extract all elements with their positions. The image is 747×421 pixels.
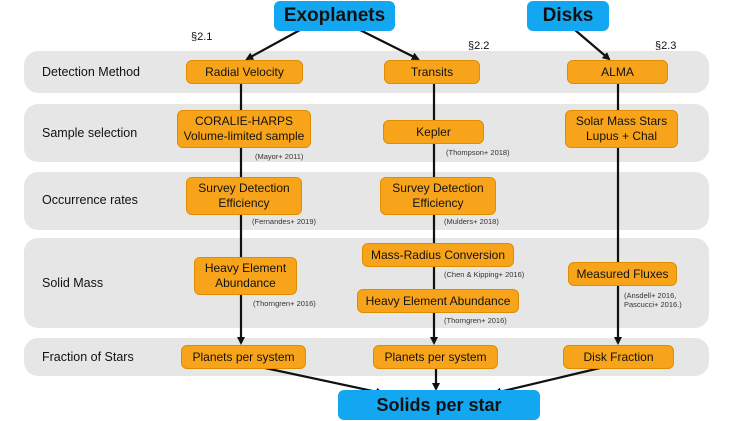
row-label-detection: Detection Method — [42, 65, 140, 79]
solar-mass-stars-box: Solar Mass Stars Lupus + Chal — [565, 110, 678, 148]
row-band-occurrence — [24, 172, 709, 230]
citation-thorngren-1: (Thorngren+ 2016) — [253, 299, 316, 308]
section-label-2-1: §2.1 — [191, 31, 213, 43]
sde1-line1: Survey Detection — [198, 181, 290, 195]
solar-mass-stars-line2: Lupus + Chal — [585, 129, 658, 143]
transits-box: Transits — [384, 60, 480, 84]
hea1-line1: Heavy Element — [204, 261, 287, 275]
mass-radius-conversion-box: Mass-Radius Conversion — [362, 243, 514, 267]
citation-mayor: (Mayor+ 2011) — [255, 152, 304, 161]
citation-thompson: (Thompson+ 2018) — [446, 148, 510, 157]
solar-mass-stars-line1: Solar Mass Stars — [575, 114, 668, 128]
row-label-fraction: Fraction of Stars — [42, 350, 134, 364]
sde2-line1: Survey Detection — [392, 181, 484, 195]
section-label-2-2: §2.2 — [468, 40, 490, 52]
disk-fraction-box: Disk Fraction — [563, 345, 674, 369]
planets-per-system-box-1: Planets per system — [181, 345, 306, 369]
coralie-harps-line1: CORALIE-HARPS — [194, 114, 294, 128]
sde2-line2: Efficiency — [412, 196, 464, 210]
disks-header: Disks — [527, 1, 609, 31]
planets-per-system-box-2: Planets per system — [373, 345, 498, 369]
kepler-box: Kepler — [383, 120, 484, 144]
citation-mulders: (Mulders+ 2018) — [444, 217, 499, 226]
coralie-harps-box: CORALIE-HARPS Volume-limited sample — [177, 110, 311, 148]
alma-box: ALMA — [567, 60, 668, 84]
heavy-element-abundance-box-2: Heavy Element Abundance — [357, 289, 519, 313]
measured-fluxes-box: Measured Fluxes — [568, 262, 677, 286]
arrow-exo-to-rv — [245, 29, 301, 60]
heavy-element-abundance-box-1: Heavy Element Abundance — [194, 257, 297, 295]
citation-ansdell-line2: Pascucci+ 2016.) — [624, 300, 682, 309]
citation-thorngren-2: (Thorngren+ 2016) — [444, 316, 507, 325]
arrow-disk-to-solids — [493, 366, 601, 396]
citation-chen-kipping: (Chen & Kipping+ 2016) — [444, 270, 525, 279]
arrow-disks-to-alma — [574, 29, 611, 61]
row-label-solidmass: Solid Mass — [42, 276, 104, 290]
exoplanets-header: Exoplanets — [274, 1, 395, 31]
survey-detection-efficiency-box-2: Survey Detection Efficiency — [380, 177, 496, 215]
citation-ansdell-pascucci: (Ansdell+ 2016, Pascucci+ 2016.) — [624, 291, 682, 309]
coralie-harps-line2: Volume-limited sample — [183, 129, 305, 143]
section-label-2-3: §2.3 — [655, 40, 677, 52]
row-label-sample: Sample selection — [42, 126, 138, 140]
arrow-pps1-to-solids — [264, 366, 384, 396]
hea1-line2: Abundance — [215, 276, 276, 290]
citation-fernandes: (Fernandes+ 2019) — [252, 217, 316, 226]
row-label-occurrence: Occurrence rates — [42, 193, 138, 207]
survey-detection-efficiency-box-1: Survey Detection Efficiency — [186, 177, 302, 215]
sde1-line2: Efficiency — [218, 196, 270, 210]
radial-velocity-box: Radial Velocity — [186, 60, 303, 84]
citation-ansdell-line1: (Ansdell+ 2016, — [624, 291, 677, 300]
arrow-exo-to-transits — [359, 29, 420, 60]
solids-per-star-box: Solids per star — [338, 390, 540, 420]
